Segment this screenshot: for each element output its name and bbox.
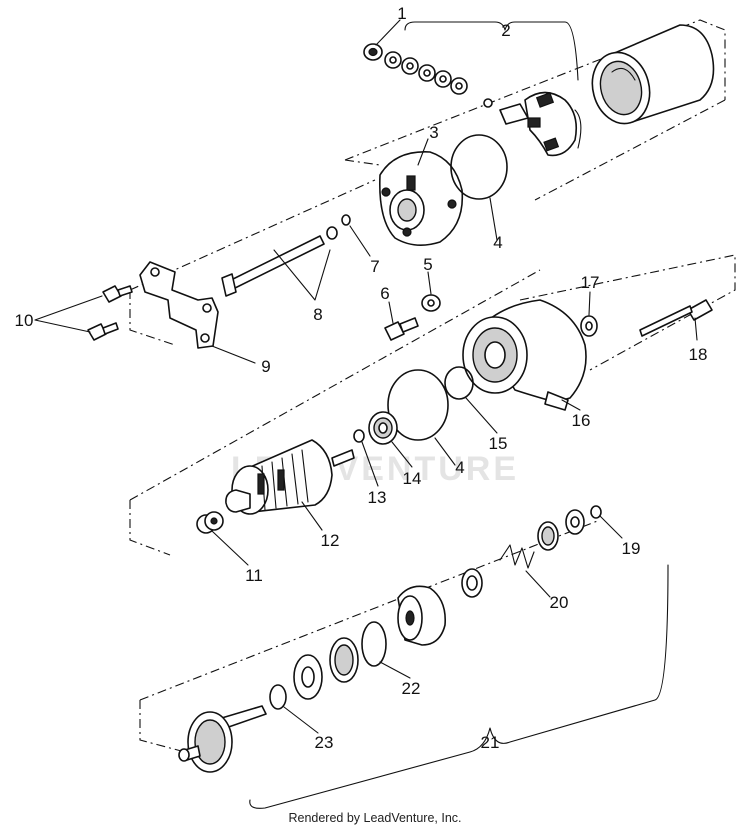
snap-ring-13 xyxy=(353,429,365,443)
snap-ring-22 xyxy=(361,621,387,667)
pinion-shaft-gear xyxy=(178,705,267,773)
brush-holder xyxy=(483,91,582,157)
label-part-18: 18 xyxy=(689,345,708,364)
clip-19 xyxy=(590,505,602,519)
o-ring-lower xyxy=(387,369,449,441)
label-part-19: 19 xyxy=(622,539,641,558)
clutch-plates xyxy=(293,637,359,700)
label-part-14: 14 xyxy=(403,469,422,488)
ring-23 xyxy=(269,684,287,710)
label-part-10: 10 xyxy=(15,311,34,330)
bracket-bolts xyxy=(87,285,133,341)
callout-labels: 1 2 3 4 7 5 6 8 10 9 17 18 16 15 4 14 13… xyxy=(15,4,708,752)
label-part-4-lower: 4 xyxy=(455,458,464,477)
yoke-housing xyxy=(591,24,715,125)
bearing xyxy=(368,411,398,445)
terminal-bolt xyxy=(384,317,419,341)
armature xyxy=(225,439,355,515)
label-part-6: 6 xyxy=(380,284,389,303)
label-part-13: 13 xyxy=(368,488,387,507)
label-part-12: 12 xyxy=(321,531,340,550)
o-ring-upper xyxy=(450,134,508,200)
bushing xyxy=(196,511,224,534)
pinion-clutch xyxy=(397,585,447,646)
through-bolts xyxy=(221,226,338,297)
footer-credit: Rendered by LeadVenture, Inc. xyxy=(288,811,461,825)
label-part-4-upper: 4 xyxy=(493,233,502,252)
label-part-3: 3 xyxy=(429,123,438,142)
label-part-1: 1 xyxy=(397,4,406,23)
front-housing xyxy=(462,299,587,411)
middle-frame xyxy=(129,254,736,556)
o-ring-small xyxy=(444,366,474,400)
label-part-5: 5 xyxy=(423,255,432,274)
rear-end-cover xyxy=(378,151,464,246)
label-part-9: 9 xyxy=(261,357,270,376)
label-part-16: 16 xyxy=(572,411,591,430)
label-part-11: 11 xyxy=(245,566,263,585)
spring-and-retainers xyxy=(461,509,585,598)
part-2-bracket xyxy=(404,21,579,81)
label-part-20: 20 xyxy=(550,593,569,612)
label-part-8: 8 xyxy=(313,305,322,324)
label-part-7: 7 xyxy=(370,257,379,276)
small-washer xyxy=(341,214,351,226)
label-part-17: 17 xyxy=(581,273,600,292)
mount-bracket xyxy=(139,261,219,349)
lower-frame xyxy=(139,519,601,753)
label-part-21: 21 xyxy=(481,733,500,752)
label-part-22: 22 xyxy=(402,679,421,698)
part-21-bracket xyxy=(249,564,669,809)
housing-bolt xyxy=(639,299,713,337)
label-part-23: 23 xyxy=(315,733,334,752)
leader-lines xyxy=(34,19,698,734)
label-part-2: 2 xyxy=(501,21,510,40)
label-part-15: 15 xyxy=(489,434,508,453)
nut-and-washer-stack xyxy=(363,43,468,95)
